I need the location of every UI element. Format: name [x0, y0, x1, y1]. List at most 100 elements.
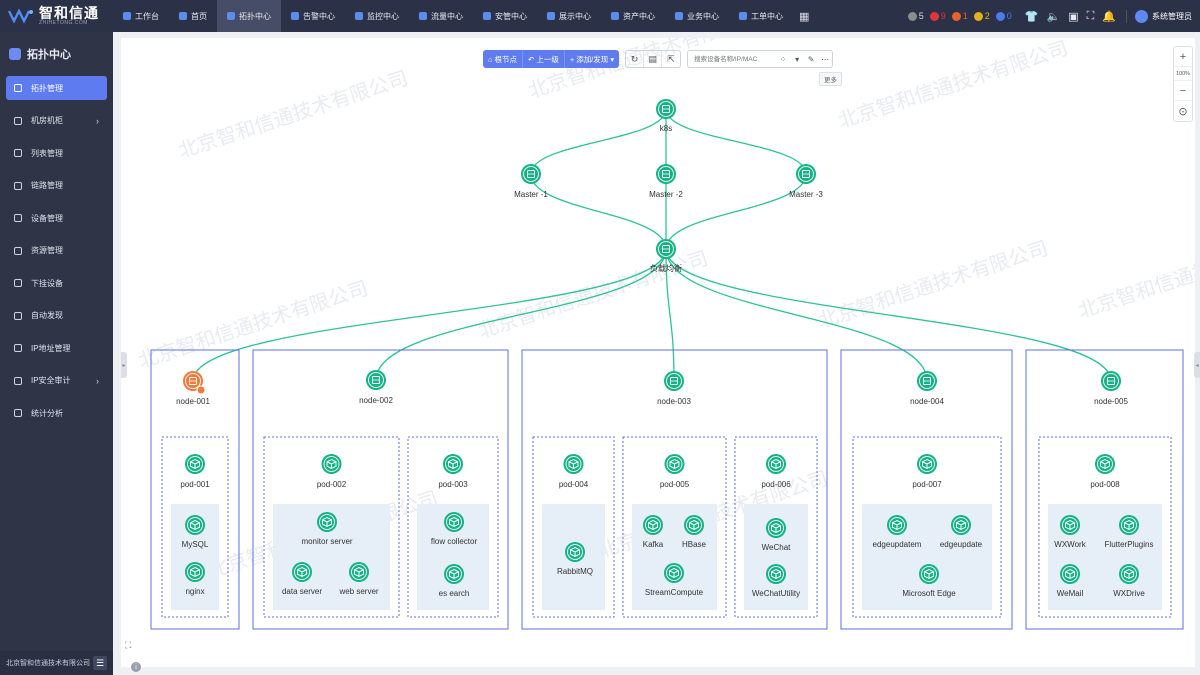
pod-icon[interactable] — [766, 454, 786, 474]
nav-item-5[interactable]: 流量中心 — [409, 0, 473, 32]
zoom-in-icon[interactable]: + — [1174, 47, 1192, 67]
pod-icon[interactable] — [563, 454, 584, 474]
node-frame[interactable] — [521, 349, 828, 630]
topology-canvas[interactable]: 北京智和信通技术有限公司北京智和信通技术有限公司北京智和信通技术有限公司北京智和… — [121, 38, 1195, 672]
sidebar-item-1[interactable]: 机房机柜› — [6, 109, 107, 133]
topology-link[interactable] — [192, 248, 667, 382]
up-level-button[interactable]: ↶上一级 — [523, 50, 565, 68]
app-icon[interactable] — [766, 518, 786, 538]
app-icon[interactable] — [1119, 515, 1139, 535]
app-icon[interactable] — [185, 515, 205, 535]
nav-item-6[interactable]: 安管中心 — [473, 0, 537, 32]
sidebar-item-8[interactable]: IP地址管理 — [6, 336, 107, 360]
save-icon[interactable]: ▤ — [644, 51, 663, 67]
nav-item-1[interactable]: 首页 — [169, 0, 217, 32]
app-icon[interactable] — [1060, 515, 1080, 535]
pod-icon[interactable] — [185, 454, 205, 474]
app-icon[interactable] — [766, 564, 786, 584]
nav-item-4[interactable]: 监控中心 — [345, 0, 409, 32]
export-icon[interactable]: ⇱ — [667, 53, 675, 64]
bell-icon[interactable]: 🔔 — [1102, 10, 1116, 23]
pod-frame[interactable] — [1038, 436, 1172, 618]
topology-link[interactable] — [530, 173, 667, 250]
app-grid-icon[interactable]: ▦ — [799, 10, 810, 23]
topology-link[interactable] — [665, 248, 1112, 382]
caret-down-icon[interactable]: ▾ — [795, 54, 800, 64]
pod-icon[interactable] — [664, 454, 685, 474]
app-icon[interactable] — [317, 512, 337, 532]
k8s-node-icon[interactable] — [183, 371, 206, 395]
node-frame[interactable] — [252, 349, 509, 630]
add-discover-button[interactable]: +添加/发现▾ — [565, 50, 619, 68]
topology-link[interactable] — [375, 248, 667, 381]
app-icon[interactable] — [185, 562, 205, 582]
info-icon[interactable]: i — [131, 662, 141, 672]
alarm-counter[interactable]: 2 — [973, 11, 990, 21]
device-search-input[interactable] — [688, 51, 777, 67]
collapse-right-handle[interactable]: ◂ — [1194, 352, 1200, 378]
topology-graph[interactable]: 北京智和信通技术有限公司北京智和信通技术有限公司北京智和信通技术有限公司北京智和… — [121, 38, 1195, 667]
user-menu[interactable]: 系统管理员 — [1126, 9, 1192, 23]
app-icon[interactable] — [349, 562, 369, 582]
app-icon[interactable] — [1060, 564, 1080, 584]
pod-frame[interactable] — [734, 436, 818, 618]
k8s-node-icon[interactable] — [664, 371, 684, 391]
nav-item-9[interactable]: 业务中心 — [665, 0, 729, 32]
app-icon[interactable] — [684, 515, 704, 535]
pod-icon[interactable] — [1095, 454, 1115, 474]
pod-frame[interactable] — [532, 436, 615, 618]
fit-view-icon[interactable]: ⊙ — [1178, 105, 1188, 118]
pod-frame[interactable] — [263, 436, 400, 618]
pod-frame[interactable] — [407, 436, 499, 618]
app-icon[interactable] — [951, 515, 971, 535]
app-icon[interactable] — [444, 512, 464, 532]
pod-frame[interactable] — [622, 436, 727, 618]
app-icon[interactable] — [444, 564, 464, 584]
layout-nodes-icon[interactable]: ⁘ — [779, 54, 787, 64]
k8s-node-icon[interactable] — [917, 371, 937, 391]
app-icon[interactable] — [664, 563, 684, 583]
app-icon[interactable] — [643, 515, 663, 535]
master-node-icon[interactable] — [656, 164, 676, 184]
pod-icon[interactable] — [917, 454, 937, 474]
node-frame[interactable] — [1025, 349, 1184, 630]
refresh-icon[interactable]: ↻ — [626, 51, 645, 67]
app-icon[interactable] — [919, 564, 939, 584]
load-balancer-icon[interactable] — [656, 239, 676, 259]
app-icon[interactable] — [1119, 564, 1139, 584]
pod-icon[interactable] — [443, 454, 463, 474]
pod-frame[interactable] — [161, 436, 229, 618]
nav-item-2[interactable]: 拓扑中心 — [217, 0, 281, 32]
topology-link[interactable] — [665, 173, 807, 250]
k8s-node-icon[interactable] — [366, 370, 386, 390]
alarm-counter[interactable]: 9 — [929, 11, 946, 21]
node-frame[interactable] — [150, 349, 240, 630]
sound-icon[interactable]: 🔈 — [1046, 10, 1061, 23]
topology-link[interactable] — [530, 108, 667, 175]
menu-toggle-icon[interactable]: ☰ — [93, 656, 107, 670]
sidebar-item-5[interactable]: 资源管理 — [6, 239, 107, 263]
sidebar-item-10[interactable]: 统计分析 — [6, 401, 107, 425]
alarm-counter[interactable]: 5 — [907, 11, 924, 21]
sidebar-item-4[interactable]: 设备管理 — [6, 206, 107, 230]
brand-logo[interactable]: 智和信通 ZHIHETONG.COM — [0, 0, 113, 32]
master-node-icon[interactable] — [796, 164, 816, 184]
more-icon[interactable]: ⋯ — [821, 54, 830, 64]
expand-canvas-icon[interactable]: ⛶ — [125, 640, 132, 650]
master-node-icon[interactable] — [521, 164, 541, 184]
app-icon[interactable] — [292, 562, 312, 582]
sidebar-item-3[interactable]: 链路管理 — [6, 174, 107, 198]
sidebar-item-0[interactable]: 拓扑管理 — [6, 76, 107, 100]
fullscreen-icon[interactable]: ⛶ — [1086, 9, 1095, 22]
layout-icon[interactable]: ▣ — [1068, 10, 1079, 23]
sidebar-item-6[interactable]: 下挂设备 — [6, 271, 107, 295]
app-icon[interactable] — [887, 515, 907, 535]
theme-icon[interactable]: 👕 — [1024, 10, 1039, 23]
alarm-counter[interactable]: 0 — [995, 11, 1012, 21]
topology-link[interactable] — [665, 108, 807, 175]
nav-item-7[interactable]: 展示中心 — [537, 0, 601, 32]
topology-link[interactable] — [665, 248, 675, 382]
app-icon[interactable] — [565, 542, 585, 562]
pod-icon[interactable] — [321, 454, 342, 474]
nav-item-10[interactable]: 工单中心 — [729, 0, 793, 32]
